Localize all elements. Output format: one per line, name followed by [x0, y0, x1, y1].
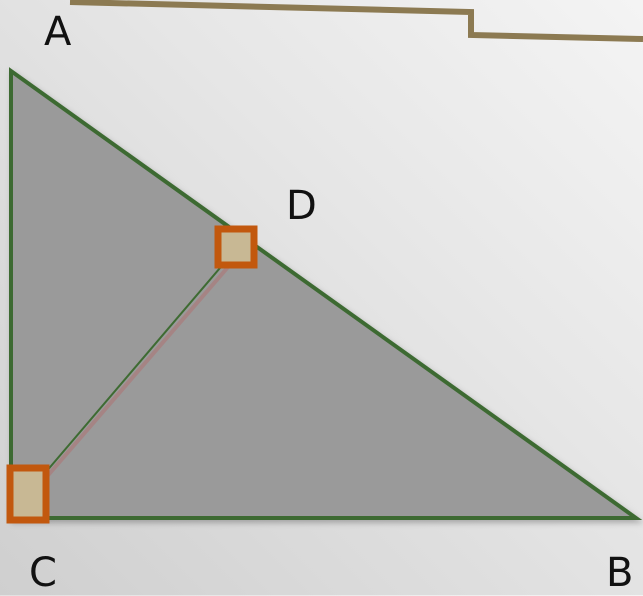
top-frame-line — [69, 0, 643, 42]
altitude-cd — [27, 247, 238, 494]
triangle-abc — [9, 67, 643, 520]
vertex-label-d: D — [286, 183, 317, 229]
point-d-marker[interactable] — [214, 225, 258, 269]
altitude-cd-shadow — [29, 250, 243, 497]
vertex-label-c: C — [29, 550, 57, 596]
vertex-label-b: B — [606, 550, 634, 596]
vertex-label-a: A — [44, 9, 72, 55]
point-c-marker[interactable] — [6, 464, 50, 524]
